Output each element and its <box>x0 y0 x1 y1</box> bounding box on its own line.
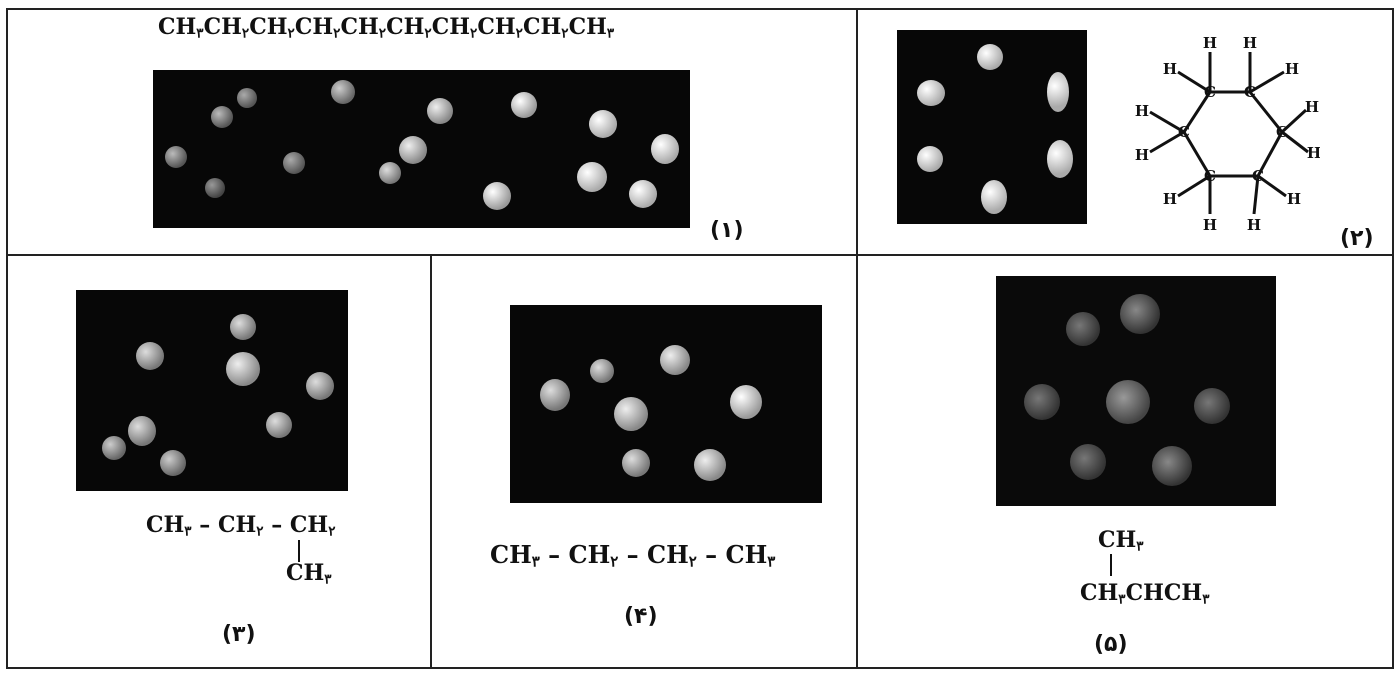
divider-v-top <box>856 8 858 262</box>
hydrogen-atom: H <box>1307 144 1320 162</box>
panel-5-formula-top: CH۳ <box>1098 527 1144 555</box>
divider-v-bottom-right <box>856 254 858 669</box>
molecule-ball <box>590 359 614 383</box>
molecule-ball <box>622 449 650 477</box>
panel-5-branch-bond <box>1110 554 1112 576</box>
panel-1-formula: CH۳CH۲CH۲CH۲CH۲CH۲CH۲CH۲CH۲CH۳ <box>158 14 615 42</box>
panel-2-structure: C C C C C C H H H H H H H H H H H H <box>1135 34 1320 234</box>
molecule-ball <box>730 385 762 419</box>
molecule-ball <box>306 372 334 400</box>
panel-5-molecule-photo <box>996 276 1276 506</box>
hydrogen-atom: H <box>1135 102 1149 120</box>
molecule-ball <box>660 345 690 375</box>
panel-2-molecule-photo <box>897 30 1087 224</box>
molecule-ball <box>1024 384 1060 420</box>
molecule-ball <box>379 162 401 184</box>
hydrogen-atom: H <box>1203 216 1217 234</box>
hydrogen-atom: H <box>1203 34 1217 52</box>
molecule-ball <box>917 80 945 106</box>
divider-v-bottom-left <box>430 254 432 669</box>
molecule-ball <box>399 136 427 164</box>
carbon-atom: C <box>1178 123 1190 141</box>
molecule-ball <box>266 412 292 438</box>
molecule-ball <box>629 180 657 208</box>
panel-4-label: (۴) <box>624 604 658 629</box>
hydrogen-atom: H <box>1247 216 1261 234</box>
molecule-ball <box>981 180 1007 214</box>
carbon-atom: C <box>1244 83 1256 101</box>
molecule-ball <box>226 352 260 386</box>
panel-2-label: (۲) <box>1340 226 1374 251</box>
panel-3-formula-branch: CH۳ <box>286 560 332 588</box>
molecule-ball <box>1152 446 1192 486</box>
molecule-ball <box>331 80 355 104</box>
molecule-ball <box>540 379 570 411</box>
molecule-ball <box>427 98 453 124</box>
molecule-ball <box>230 314 256 340</box>
molecule-ball <box>136 342 164 370</box>
carbon-atom: C <box>1204 167 1216 185</box>
panel-3-formula-main: CH۳ – CH۲ – CH۲ <box>146 512 336 540</box>
molecule-ball <box>211 106 233 128</box>
divider-h-middle <box>6 254 1394 256</box>
panel-1-label: (۱) <box>710 218 744 243</box>
molecule-ball <box>1120 294 1160 334</box>
hydrogen-atom: H <box>1285 60 1299 78</box>
panel-3-molecule-photo <box>76 290 348 491</box>
panel-4-molecule-photo <box>510 305 822 503</box>
molecule-ball <box>237 88 257 108</box>
molecule-ball <box>1066 312 1100 346</box>
molecule-ball <box>128 416 156 446</box>
molecule-ball <box>694 449 726 481</box>
molecule-ball <box>283 152 305 174</box>
molecule-ball <box>977 44 1003 70</box>
panel-5-label: (۵) <box>1094 632 1128 657</box>
panel-4-formula: CH۳ – CH۲ – CH۲ – CH۳ <box>490 540 776 571</box>
molecule-ball <box>577 162 607 192</box>
diagram-frame <box>6 8 1394 669</box>
molecule-ball <box>589 110 617 138</box>
hydrogen-atom: H <box>1163 190 1177 208</box>
panel-5-formula-bottom: CH۳CHCH۳ <box>1080 580 1210 608</box>
molecule-ball <box>205 178 225 198</box>
molecule-ball <box>651 134 679 164</box>
hydrogen-atom: H <box>1305 98 1319 116</box>
molecule-ball <box>1106 380 1150 424</box>
molecule-ball <box>1047 140 1073 178</box>
carbon-atom: C <box>1276 123 1288 141</box>
molecule-ball <box>614 397 648 431</box>
panel-1-molecule-photo <box>153 70 690 228</box>
molecule-ball <box>102 436 126 460</box>
hydrogen-atom: H <box>1243 34 1257 52</box>
molecule-ball <box>917 146 943 172</box>
hydrogen-atom: H <box>1135 146 1149 164</box>
hydrogen-atom: H <box>1287 190 1301 208</box>
molecule-ball <box>1047 72 1069 112</box>
molecule-ball <box>160 450 186 476</box>
molecule-ball <box>483 182 511 210</box>
molecule-ball <box>1194 388 1230 424</box>
molecule-ball <box>511 92 537 118</box>
panel-3-label: (۳) <box>222 622 256 647</box>
carbon-atom: C <box>1252 167 1264 185</box>
panel-3-branch-bond <box>298 540 300 562</box>
carbon-atom: C <box>1204 83 1216 101</box>
hydrogen-atom: H <box>1163 60 1177 78</box>
molecule-ball <box>165 146 187 168</box>
molecule-ball <box>1070 444 1106 480</box>
